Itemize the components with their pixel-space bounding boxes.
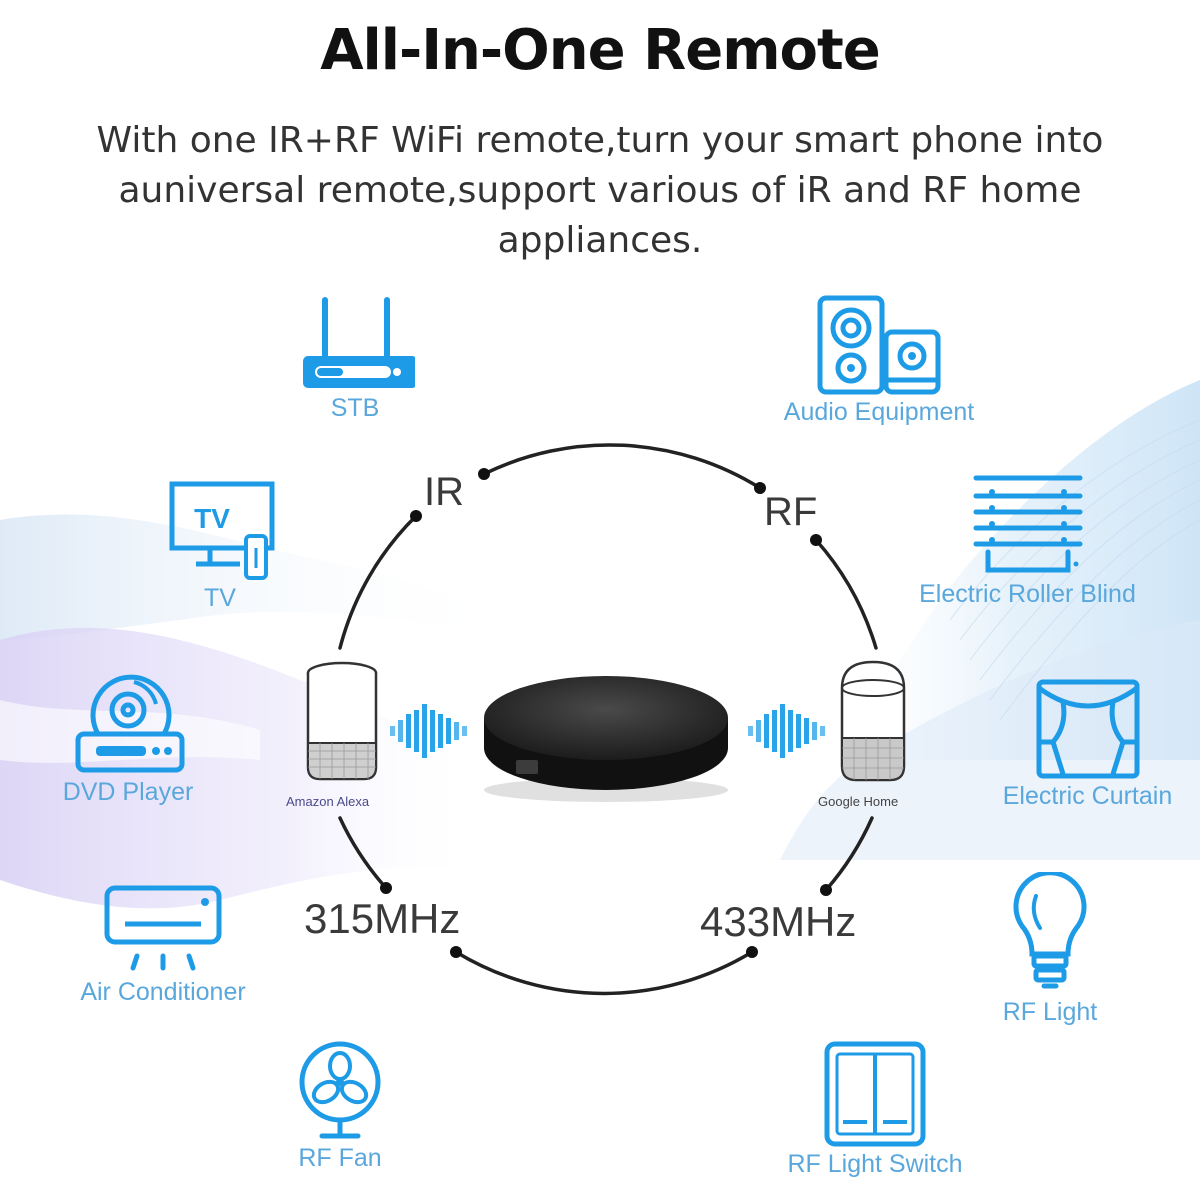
amazon-alexa-label: Amazon Alexa [286, 794, 370, 809]
frequency-label-315: 315MHz [304, 895, 461, 942]
google-home-speaker-icon [840, 660, 906, 782]
appliance-rf-fan: RF Fan [270, 1036, 410, 1173]
appliance-label: Electric Curtain [1002, 782, 1173, 810]
roller-blind-icon [973, 475, 1082, 573]
light-bulb-icon [1013, 872, 1087, 989]
fan-icon [299, 1041, 381, 1139]
subtitle-line-1: With one IR+RF WiFi remote,turn your sma… [96, 120, 1104, 161]
appliance-audio-equipment: Audio Equipment [754, 292, 1004, 427]
router-stb-icon [303, 297, 415, 388]
appliance-rf-light: RF Light [980, 872, 1120, 1027]
appliance-label: RF Light [1002, 998, 1098, 1026]
subtitle-line-3: appliances. [497, 220, 703, 261]
subtitle: With one IR+RF WiFi remote,turn your sma… [50, 116, 1150, 266]
appliance-stb: STB [290, 292, 420, 423]
appliance-tv: TV TV [150, 478, 290, 613]
appliance-label: Electric Roller Blind [919, 580, 1136, 608]
dvd-player-icon [75, 674, 185, 773]
speaker-icon [817, 295, 941, 395]
subtitle-line-2: auniversal remote,support various of iR … [118, 170, 1082, 211]
page-title: All-In-One Remote [320, 18, 881, 83]
appliance-dvd-player: DVD Player [48, 668, 208, 807]
appliance-rf-light-switch: RF Light Switch [760, 1040, 990, 1179]
appliance-label: Air Conditioner [80, 978, 246, 1006]
appliance-label: DVD Player [62, 778, 194, 806]
appliance-label: RF Fan [298, 1144, 382, 1172]
appliance-air-conditioner: Air Conditioner [58, 880, 268, 1007]
svg-text:TV: TV [194, 503, 230, 534]
appliance-label: Audio Equipment [783, 398, 975, 426]
appliance-label: TV [204, 584, 236, 612]
appliance-label: RF Light Switch [787, 1150, 963, 1178]
appliance-label: STB [330, 394, 380, 422]
tv-icon: TV [169, 481, 275, 580]
frequency-label-433: 433MHz [700, 898, 857, 945]
light-switch-icon [824, 1041, 926, 1147]
curtain-icon [1036, 679, 1139, 779]
air-conditioner-icon [104, 885, 222, 971]
appliance-electric-curtain: Electric Curtain [980, 676, 1195, 811]
appliance-electric-roller-blind: Electric Roller Blind [890, 470, 1165, 609]
google-home-label: Google Home [818, 794, 899, 809]
protocol-label-rf: RF [764, 490, 818, 534]
protocol-label-ir: IR [424, 470, 464, 514]
amazon-alexa-speaker-icon [306, 661, 378, 781]
